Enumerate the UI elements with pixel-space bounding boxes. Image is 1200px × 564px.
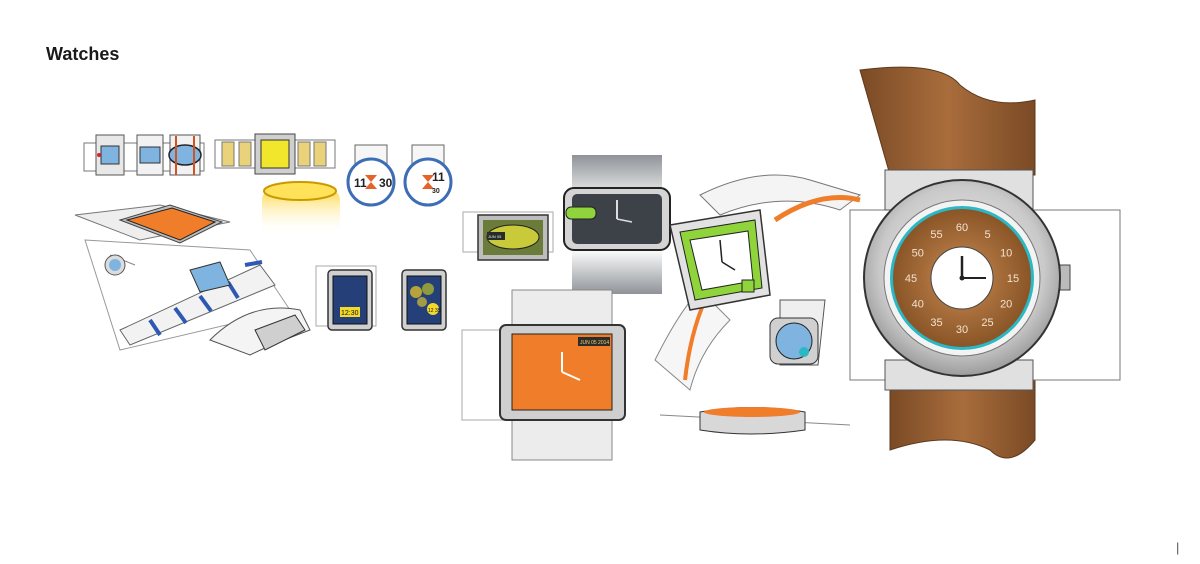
orange-rect-watch: JUN 05 2014	[461, 289, 626, 461]
yellow-bezel-sketch	[262, 181, 340, 235]
round-digital-watch-2: 11 30	[403, 144, 453, 207]
dial-number: 55	[930, 229, 942, 241]
digital-hour-2: 11	[432, 170, 445, 184]
dial-number: 60	[956, 222, 968, 234]
navy-square-watch-1: 12:30	[315, 265, 377, 331]
orange-watch-date: JUN 05 2014	[580, 340, 609, 346]
olive-oval-watch: JUN 05	[462, 211, 554, 261]
dial-number: 45	[905, 273, 917, 285]
navy-square-watch-2: 12 35	[401, 269, 447, 331]
digital-hour-1: 11	[354, 176, 367, 190]
mini-watch-group	[83, 134, 205, 176]
big-brown-leather-watch	[849, 66, 1121, 459]
digital-min-1: 30	[379, 176, 393, 190]
digital-min-2: 30	[432, 188, 440, 195]
dial-number: 5	[984, 229, 990, 241]
dial-number: 10	[1000, 248, 1012, 260]
orange-perspective-watch	[74, 204, 231, 244]
dial-number: 40	[912, 299, 924, 311]
dial-number: 35	[930, 317, 942, 329]
dial-number: 25	[981, 317, 993, 329]
side-profile-watch	[209, 307, 311, 356]
dial-number: 50	[912, 248, 924, 260]
small-blue-watch	[769, 299, 826, 366]
round-digital-watch-1: 11 30	[346, 144, 396, 207]
square-watch-mini: 12 35	[428, 308, 441, 314]
dark-rect-watch	[563, 155, 671, 294]
green-perspective-watch	[654, 174, 862, 391]
olive-watch-date: JUN 05	[488, 234, 502, 239]
dial-number: 30	[956, 324, 968, 336]
square-watch-time: 12:30	[341, 310, 359, 317]
big-dial-numbers: 60 5 10 15 20 25 30 35 40 45 50 55	[905, 222, 1019, 336]
dial-number: 20	[1000, 299, 1012, 311]
dial-number: 15	[1007, 273, 1019, 285]
page-marker: |	[1176, 540, 1180, 555]
flat-profile-watch	[659, 407, 851, 435]
page-title: Watches	[46, 44, 120, 64]
yellow-bracelet-watch	[214, 133, 336, 175]
